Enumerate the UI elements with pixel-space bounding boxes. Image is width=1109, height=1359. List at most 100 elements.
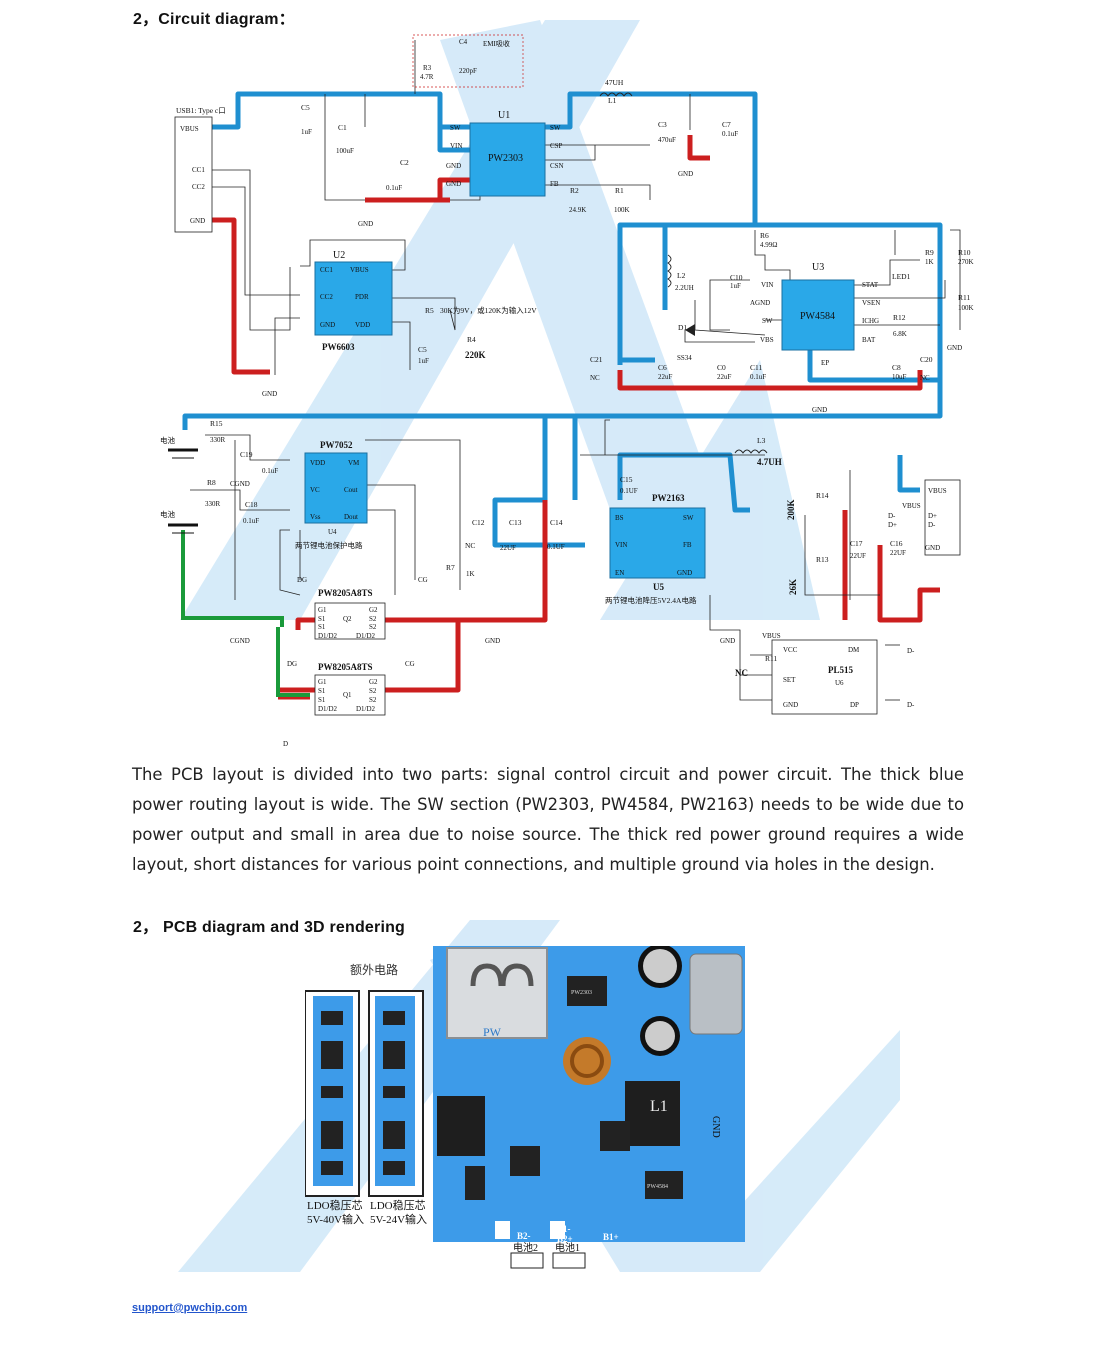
- svg-text:SW: SW: [762, 317, 773, 325]
- svg-text:Cout: Cout: [344, 486, 358, 494]
- svg-text:PW7052: PW7052: [320, 440, 353, 450]
- pcb-rendering: 额外电路 LDO稳压芯 5V-40V输入 LDO稳压芯 5V-24V输入 PW …: [305, 946, 745, 1269]
- svg-text:G1: G1: [318, 678, 327, 686]
- svg-text:VM: VM: [348, 459, 360, 467]
- svg-text:BAT: BAT: [862, 336, 876, 344]
- svg-text:CC2: CC2: [192, 183, 205, 191]
- svg-text:NC: NC: [590, 374, 600, 382]
- emi-box: [412, 34, 524, 88]
- svg-text:DG: DG: [287, 660, 297, 668]
- svg-text:FB: FB: [550, 180, 559, 188]
- svg-text:S1: S1: [318, 615, 326, 623]
- svg-text:AGND: AGND: [750, 299, 770, 307]
- svg-text:GND: GND: [446, 162, 461, 170]
- svg-text:SS34: SS34: [677, 354, 692, 362]
- svg-text:R12: R12: [893, 313, 906, 322]
- svg-text:Dout: Dout: [344, 513, 358, 521]
- chip-u4: [304, 452, 368, 524]
- svg-text:VBUS: VBUS: [928, 487, 947, 495]
- chip-pw4584: [645, 1171, 683, 1199]
- svg-text:GND: GND: [812, 406, 827, 414]
- svg-text:G2: G2: [369, 606, 378, 614]
- usb-connector-box: [174, 116, 213, 233]
- svg-text:1uF: 1uF: [301, 128, 312, 136]
- svg-text:S2: S2: [369, 623, 377, 631]
- svg-text:S1: S1: [318, 687, 326, 695]
- svg-text:R11: R11: [958, 293, 970, 302]
- support-email-link[interactable]: support@pwchip.com: [132, 1302, 248, 1314]
- svg-text:VCC: VCC: [783, 646, 798, 654]
- svg-text:D+: D+: [888, 521, 897, 529]
- svg-text:5V-24V输入: 5V-24V输入: [370, 1212, 427, 1226]
- svg-text:SW: SW: [550, 124, 561, 132]
- svg-text:22uF: 22uF: [658, 373, 673, 381]
- svg-text:D-: D-: [907, 647, 915, 655]
- inductor-l1-right: [625, 1081, 680, 1146]
- svg-text:C15: C15: [620, 475, 633, 484]
- svg-text:VDD: VDD: [355, 321, 370, 329]
- svg-text:B2-: B2-: [517, 1231, 531, 1241]
- svg-text:VIN: VIN: [615, 541, 627, 549]
- svg-text:STAT: STAT: [862, 281, 879, 289]
- svg-text:L2: L2: [677, 271, 686, 280]
- chip-u5: [609, 507, 706, 579]
- svg-text:D1/D2: D1/D2: [356, 705, 376, 713]
- svg-text:PW8205A8TS: PW8205A8TS: [318, 662, 373, 672]
- svg-text:R11: R11: [765, 654, 777, 663]
- svg-text:R8: R8: [207, 478, 216, 487]
- svg-text:PDR: PDR: [355, 293, 369, 301]
- chip-u6: [771, 639, 878, 715]
- circuit-diagram: USB1: Type c口 VBUS CC1 CC2 GND EMI吸收 C4 …: [160, 34, 974, 748]
- svg-text:PW8205A8TS: PW8205A8TS: [318, 588, 373, 598]
- svg-text:R1: R1: [615, 186, 624, 195]
- svg-text:C21: C21: [590, 355, 603, 364]
- svg-text:0.1uF: 0.1uF: [262, 467, 278, 475]
- svg-text:电池1: 电池1: [555, 1241, 580, 1254]
- svg-text:C12: C12: [472, 518, 485, 527]
- svg-text:330R: 330R: [210, 436, 226, 444]
- svg-text:VBUS: VBUS: [762, 632, 781, 640]
- svg-text:220K: 220K: [465, 350, 486, 360]
- svg-text:GND: GND: [678, 170, 693, 178]
- svg-text:S2: S2: [369, 696, 377, 704]
- svg-text:VSEN: VSEN: [862, 299, 880, 307]
- svg-text:PW2163: PW2163: [652, 493, 685, 503]
- mosfet-q2: [314, 602, 386, 640]
- svg-text:C7: C7: [722, 120, 731, 129]
- svg-text:0.1uF: 0.1uF: [243, 517, 259, 525]
- ldo-board-2: LDO稳压芯 5V-24V输入: [368, 990, 427, 1226]
- svg-text:Vss: Vss: [310, 513, 321, 521]
- svg-text:G2: G2: [369, 678, 378, 686]
- svg-text:SET: SET: [783, 676, 796, 684]
- svg-text:Q1: Q1: [343, 691, 352, 699]
- svg-text:0.1uF: 0.1uF: [750, 373, 766, 381]
- svg-text:BS: BS: [615, 514, 624, 522]
- svg-text:C17: C17: [850, 539, 863, 548]
- svg-text:30K为9V，或120K为输入12V: 30K为9V，或120K为输入12V: [440, 305, 537, 315]
- svg-text:470uF: 470uF: [658, 136, 676, 144]
- svg-text:VDD: VDD: [310, 459, 325, 467]
- svg-text:D1/D2: D1/D2: [318, 705, 338, 713]
- svg-text:R5: R5: [425, 306, 434, 315]
- svg-text:1uF: 1uF: [418, 357, 429, 365]
- svg-text:S1: S1: [318, 623, 326, 631]
- svg-text:R15: R15: [210, 419, 223, 428]
- svg-text:D1/D2: D1/D2: [356, 632, 376, 640]
- svg-text:PW4584: PW4584: [800, 311, 835, 322]
- svg-text:NC: NC: [735, 668, 748, 678]
- svg-text:GND: GND: [783, 701, 798, 709]
- svg-text:GND: GND: [358, 220, 373, 228]
- svg-text:C5: C5: [418, 345, 427, 354]
- svg-text:EMI吸收: EMI吸收: [483, 39, 510, 48]
- svg-text:LDO稳压芯: LDO稳压芯: [370, 1198, 426, 1212]
- svg-text:PW2303: PW2303: [488, 153, 523, 164]
- svg-text:GND: GND: [446, 180, 461, 188]
- svg-text:C20: C20: [920, 355, 933, 364]
- svg-text:C10: C10: [730, 273, 743, 282]
- mosfet-q1: [314, 674, 386, 716]
- svg-text:S1: S1: [318, 696, 326, 704]
- chip-pw2303: [567, 976, 607, 1006]
- usb-c-port: [689, 953, 743, 1035]
- svg-text:C13: C13: [509, 518, 522, 527]
- svg-text:47UH: 47UH: [605, 78, 624, 87]
